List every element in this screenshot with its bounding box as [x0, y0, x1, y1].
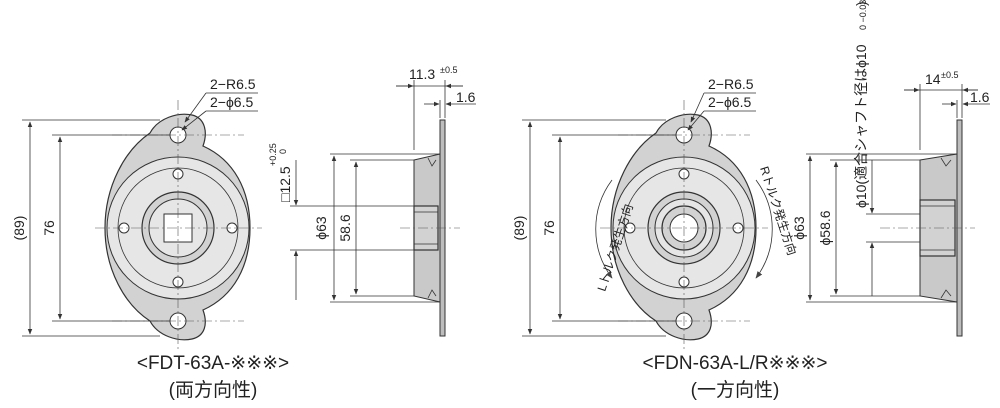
- fdn-dim-76: 76: [541, 220, 557, 236]
- fdn-dim-14: 14: [925, 71, 941, 87]
- fdt-label-phi65: 2−ϕ6.5: [210, 94, 253, 110]
- fdt-caption-type: (両方向性): [169, 379, 258, 401]
- fdn-front-view: Lトルク発生方向 Rトルク発生方向: [594, 100, 800, 350]
- fdn-dim-phi10-note: ϕ10(適合シャフト径はϕ10: [853, 44, 869, 208]
- fdn-caption-model: <FDN-63A-L/R※※※>: [642, 353, 827, 374]
- fdt-dim-586: 58.6: [337, 214, 353, 241]
- fdt-front-view: [95, 100, 262, 350]
- fdn-dim-14-tol: ±0.5: [941, 70, 958, 80]
- fdn-dim-16: 1.6: [970, 89, 990, 105]
- fdt-dim-sq125-tol-upper: +0.25: [268, 143, 278, 166]
- fdt-dim-113: 11.3: [409, 66, 435, 82]
- fdt-dim-113-tol: ±0.5: [440, 65, 457, 75]
- fdt-dim-sq125: □12.5: [277, 166, 293, 202]
- fdn-dim-89: (89): [511, 216, 527, 241]
- fdn-dim-phi10-tol: 0 −0.03: [858, 0, 868, 30]
- fdt-caption-model: <FDT-63A-※※※>: [137, 353, 289, 374]
- fdt-dim-89: (89): [11, 216, 27, 241]
- fdt-side-dimensions: 11.3 ±0.5 1.6 □12.5 +0.25 0 ϕ63 58.6: [268, 65, 476, 303]
- fdn-label-r65: 2−R6.5: [708, 76, 754, 92]
- fdt-front-dimensions: (89) 76 2−R6.5 2−ϕ6.5: [11, 76, 258, 337]
- fdn-side-view: [880, 119, 975, 337]
- fdn-front-dimensions: (89) 76 2−R6.5 2−ϕ6.5: [511, 76, 756, 337]
- fdn-dim-phi10-close: ): [853, 1, 869, 6]
- fdn-caption-type: (一方向性): [691, 379, 780, 401]
- fdt-dim-sq125-tol-lower: 0: [278, 149, 288, 154]
- fdn-dim-phi63: ϕ63: [791, 216, 807, 240]
- fdt-label-r65: 2−R6.5: [210, 76, 256, 92]
- fdn-torque-r: Rトルク発生方向: [757, 164, 800, 257]
- fdn-side-dimensions: 14 ±0.5 1.6 ϕ10(適合シャフト径はϕ10 0 −0.03 ) ϕ6…: [791, 0, 990, 303]
- fdt-side-view: [400, 119, 460, 337]
- fdt-dim-16: 1.6: [456, 89, 476, 105]
- fdt-dim-76: 76: [41, 220, 57, 236]
- fdt-dim-phi63: ϕ63: [313, 216, 329, 240]
- fdn-dim-phi586: ϕ58.6: [817, 210, 833, 245]
- fdn-label-phi65: 2−ϕ6.5: [708, 94, 751, 110]
